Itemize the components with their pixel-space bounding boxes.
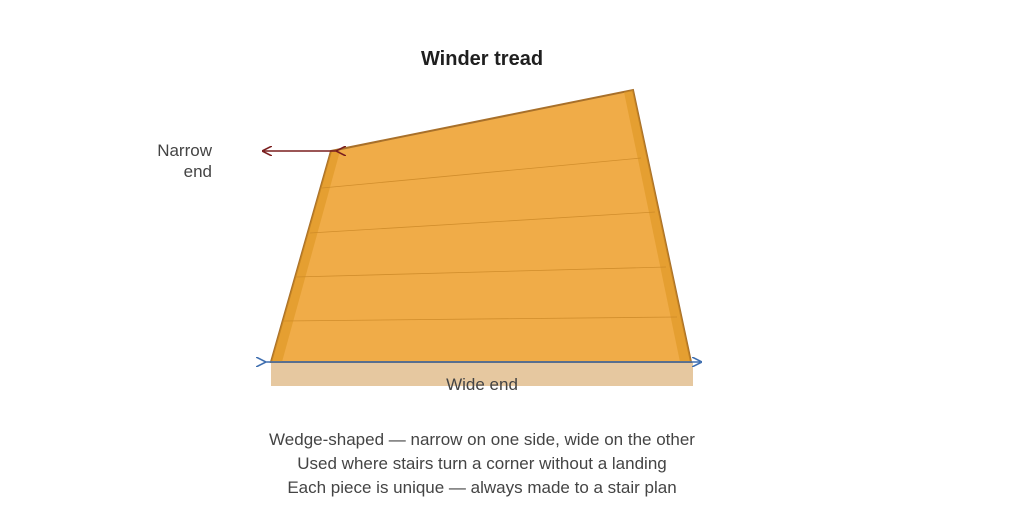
narrow-end-label-line1: Narrow <box>157 141 212 160</box>
description-notes: Wedge-shaped — narrow on one side, wide … <box>0 428 964 500</box>
note-line: Used where stairs turn a corner without … <box>297 454 667 473</box>
note-line: Each piece is unique — always made to a … <box>287 478 677 497</box>
wide-end-label: Wide end <box>446 375 518 394</box>
diagram-title: Winder tread <box>420 48 544 70</box>
tread-left-side-shade <box>271 151 340 362</box>
narrow-end-label: Narrow end <box>120 140 212 182</box>
narrow-end-label-line2: end <box>183 162 212 181</box>
winder-tread-shape <box>269 88 693 363</box>
note-line: Wedge-shaped — narrow on one side, wide … <box>269 430 695 449</box>
wood-grain-lines <box>283 157 678 322</box>
